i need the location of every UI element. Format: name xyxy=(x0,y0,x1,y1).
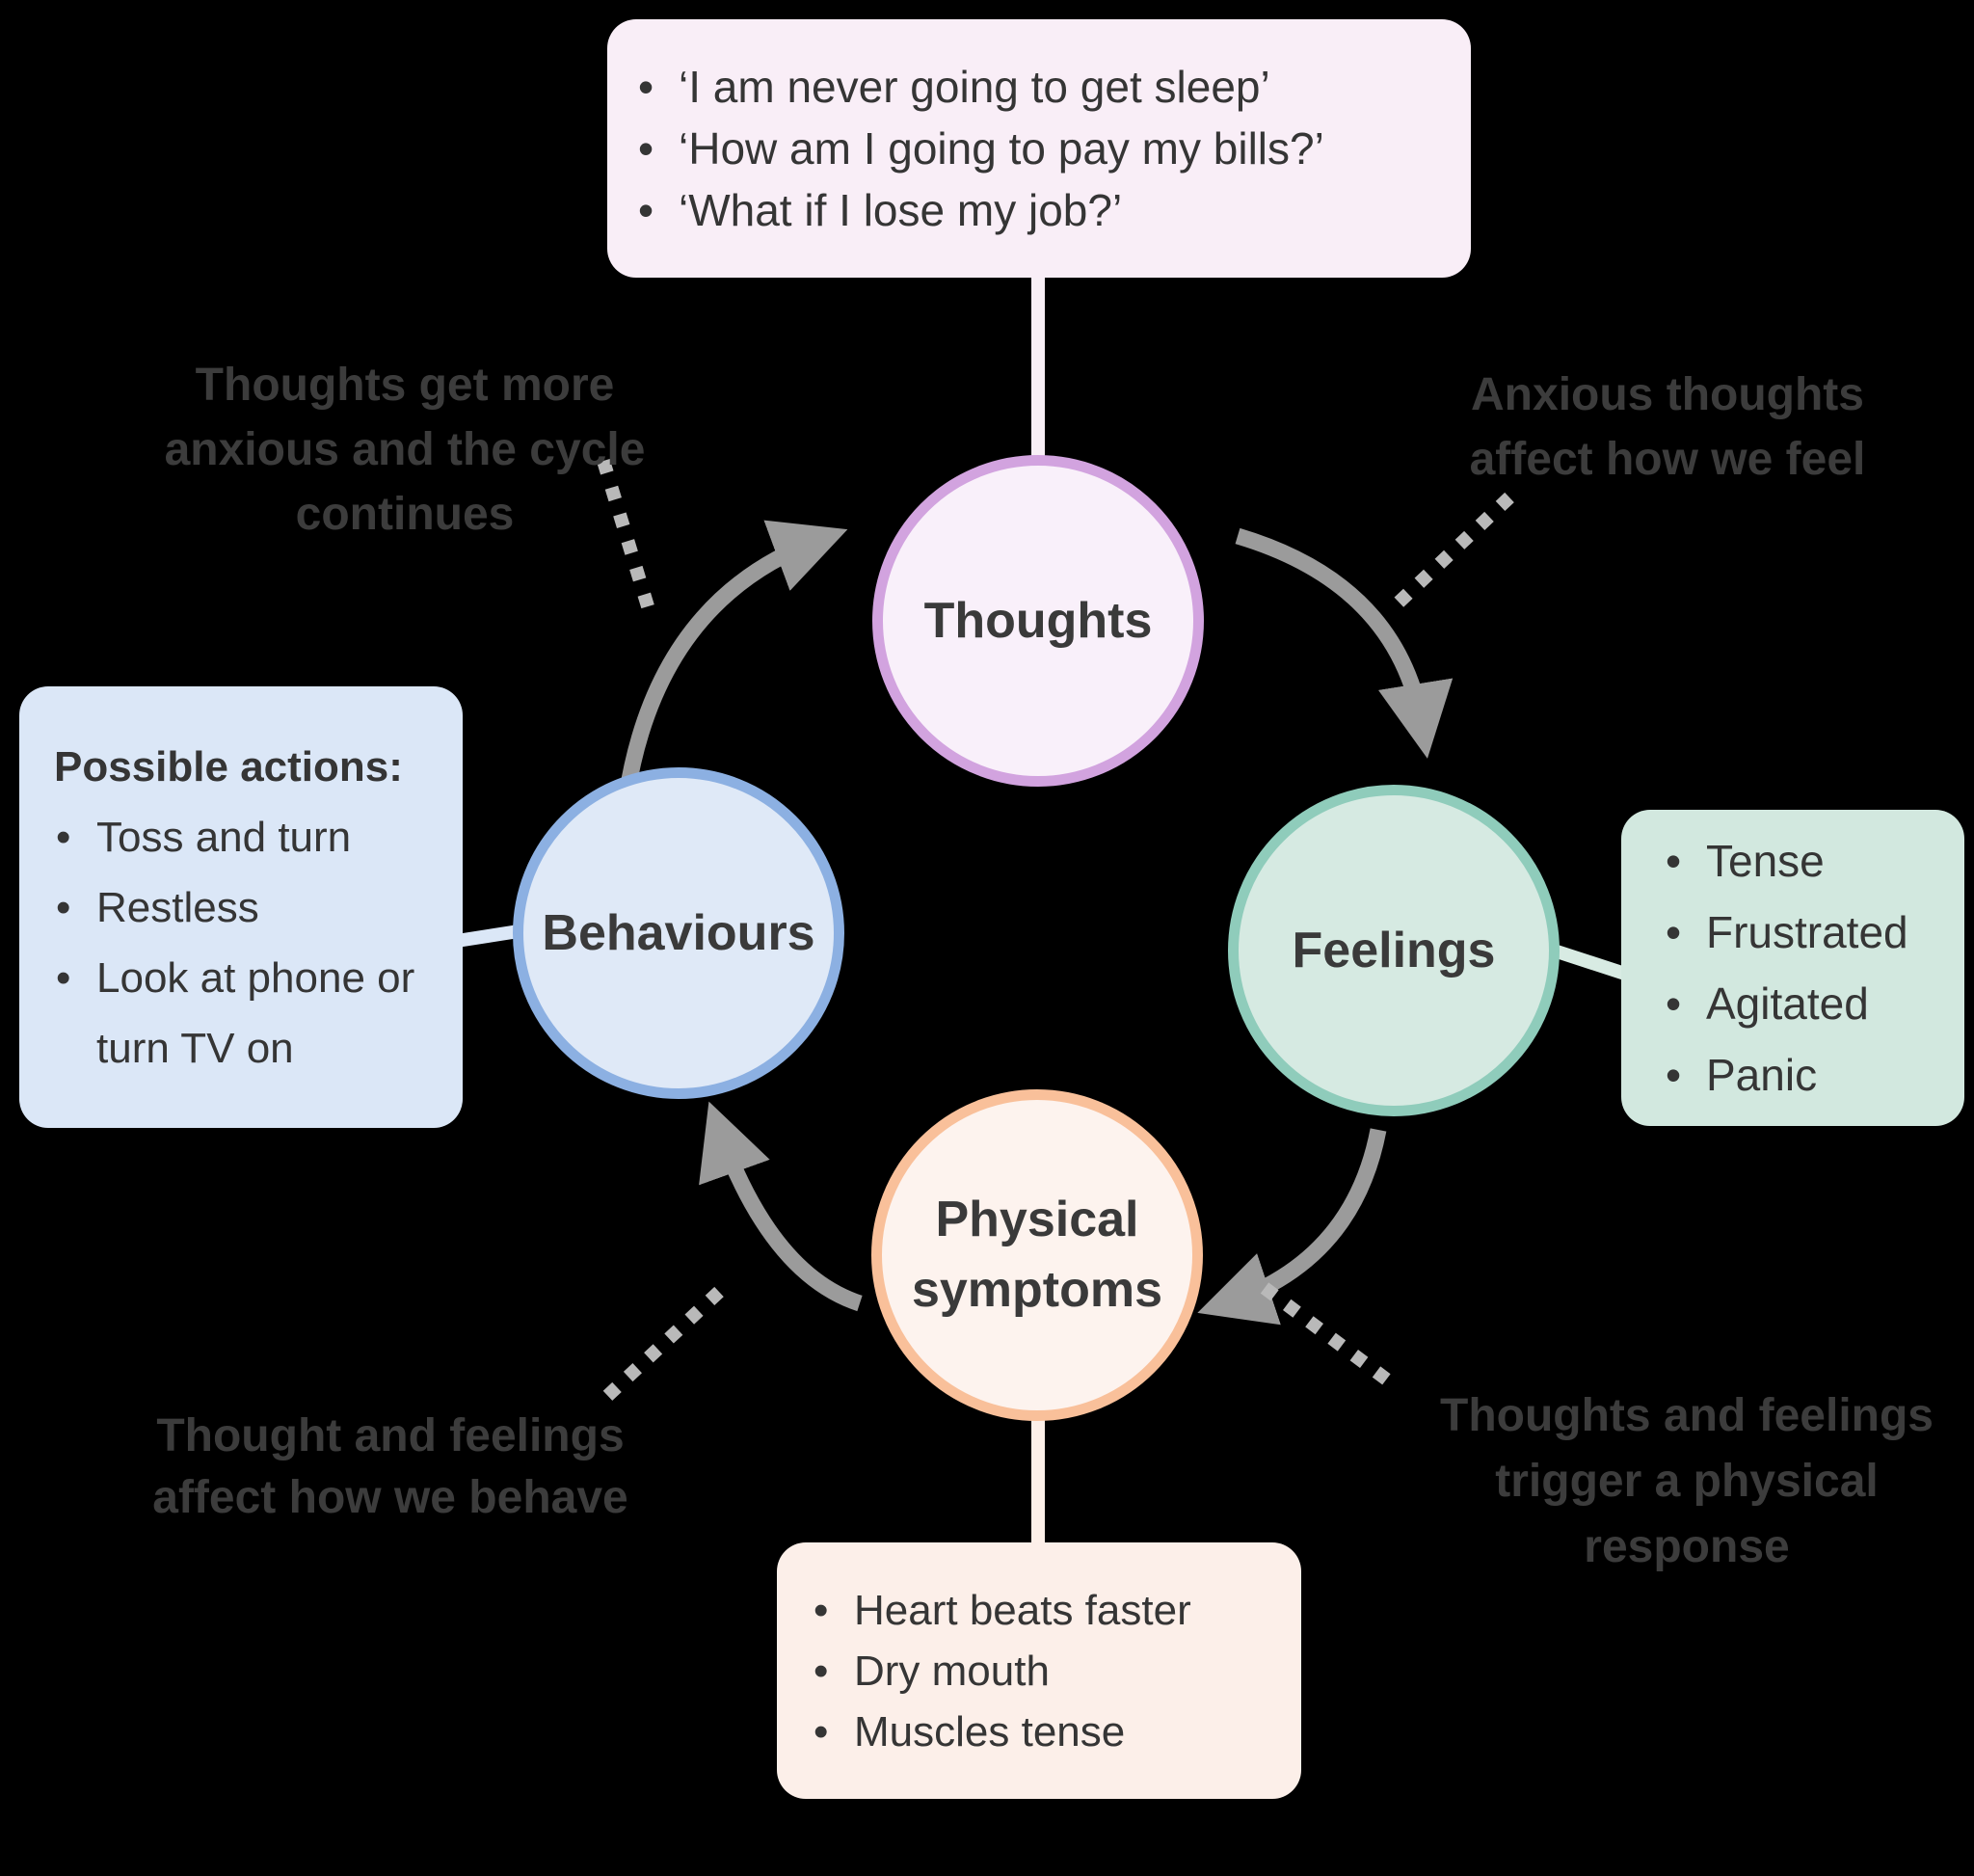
node-physical-symptoms-label: Physical symptoms xyxy=(911,1192,1163,1318)
list-item: Panic xyxy=(1664,1039,1949,1111)
physical-symptoms-examples-box: Heart beats faster Dry mouth Muscles ten… xyxy=(777,1542,1301,1799)
annotation-feelings-to-physical: Thoughts and feelings trigger a physical… xyxy=(1388,1383,1974,1580)
annotation-line: Thoughts get more xyxy=(195,360,615,411)
dotted-leader-physical-behaviours xyxy=(599,1286,724,1406)
list-item: Muscles tense xyxy=(812,1702,1286,1762)
behaviours-actions-box: Possible actions: Toss and turn Restless… xyxy=(19,686,463,1128)
behaviours-actions-list: Toss and turn Restless Look at phone or … xyxy=(54,802,449,1084)
arrow-behaviours-to-thoughts xyxy=(618,520,848,798)
list-item: Toss and turn xyxy=(54,802,449,872)
list-item: Tense xyxy=(1664,825,1949,897)
feelings-examples-box: Tense Frustrated Agitated Panic xyxy=(1621,810,1964,1126)
behaviours-box-header: Possible actions: xyxy=(54,742,403,791)
list-item: ‘How am I going to pay my bills?’ xyxy=(636,118,1448,179)
physical-symptoms-examples-list: Heart beats faster Dry mouth Muscles ten… xyxy=(812,1580,1286,1762)
list-item: Agitated xyxy=(1664,968,1949,1039)
node-behaviours-label: Behaviours xyxy=(542,904,815,961)
node-thoughts: Thoughts xyxy=(872,455,1204,787)
annotation-line: Thoughts and feelings xyxy=(1440,1390,1934,1441)
dotted-leader-feelings-physical xyxy=(1260,1282,1400,1392)
list-item: Frustrated xyxy=(1664,897,1949,968)
annotation-line: affect how we behave xyxy=(152,1472,628,1523)
list-item: ‘What if I lose my job?’ xyxy=(636,179,1448,241)
list-item: Look at phone or turn TV on xyxy=(54,943,449,1084)
annotation-line: response xyxy=(1584,1521,1790,1572)
arrow-feelings-to-physical xyxy=(1197,1128,1387,1326)
annotation-line: trigger a physical xyxy=(1495,1456,1879,1507)
list-item: ‘I am never going to get sleep’ xyxy=(636,56,1448,118)
annotation-thoughts-to-feelings: Anxious thoughts affect how we feel xyxy=(1374,362,1961,492)
node-physical-symptoms: Physical symptoms xyxy=(871,1089,1203,1421)
annotation-behaviours-to-thoughts: Thoughts get more anxious and the cycle … xyxy=(92,353,718,547)
connector-feelings-box xyxy=(1545,942,1634,982)
node-thoughts-label: Thoughts xyxy=(923,592,1153,649)
annotation-line: affect how we feel xyxy=(1469,434,1866,485)
annotation-line: Anxious thoughts xyxy=(1471,369,1864,420)
thoughts-examples-list: ‘I am never going to get sleep’ ‘How am … xyxy=(636,56,1448,241)
annotation-line: Thought and feelings xyxy=(156,1410,625,1461)
annotation-line: continues xyxy=(295,489,515,540)
list-item: Dry mouth xyxy=(812,1641,1286,1702)
list-item: Restless xyxy=(54,872,449,943)
arrow-physical-to-behaviours xyxy=(699,1101,863,1312)
thoughts-examples-box: ‘I am never going to get sleep’ ‘How am … xyxy=(607,19,1471,278)
annotation-physical-to-behaviours: Thought and feelings affect how we behav… xyxy=(77,1406,704,1529)
node-feelings-label: Feelings xyxy=(1292,922,1496,978)
dotted-leader-thoughts-feelings xyxy=(1393,492,1514,609)
arrow-thoughts-to-feelings xyxy=(1235,527,1454,759)
list-item: Heart beats faster xyxy=(812,1580,1286,1641)
connector-behaviours-box xyxy=(455,925,520,948)
annotation-line: anxious and the cycle xyxy=(164,424,646,475)
feelings-examples-list: Tense Frustrated Agitated Panic xyxy=(1664,825,1949,1111)
node-behaviours: Behaviours xyxy=(513,767,844,1099)
node-feelings: Feelings xyxy=(1228,785,1560,1116)
